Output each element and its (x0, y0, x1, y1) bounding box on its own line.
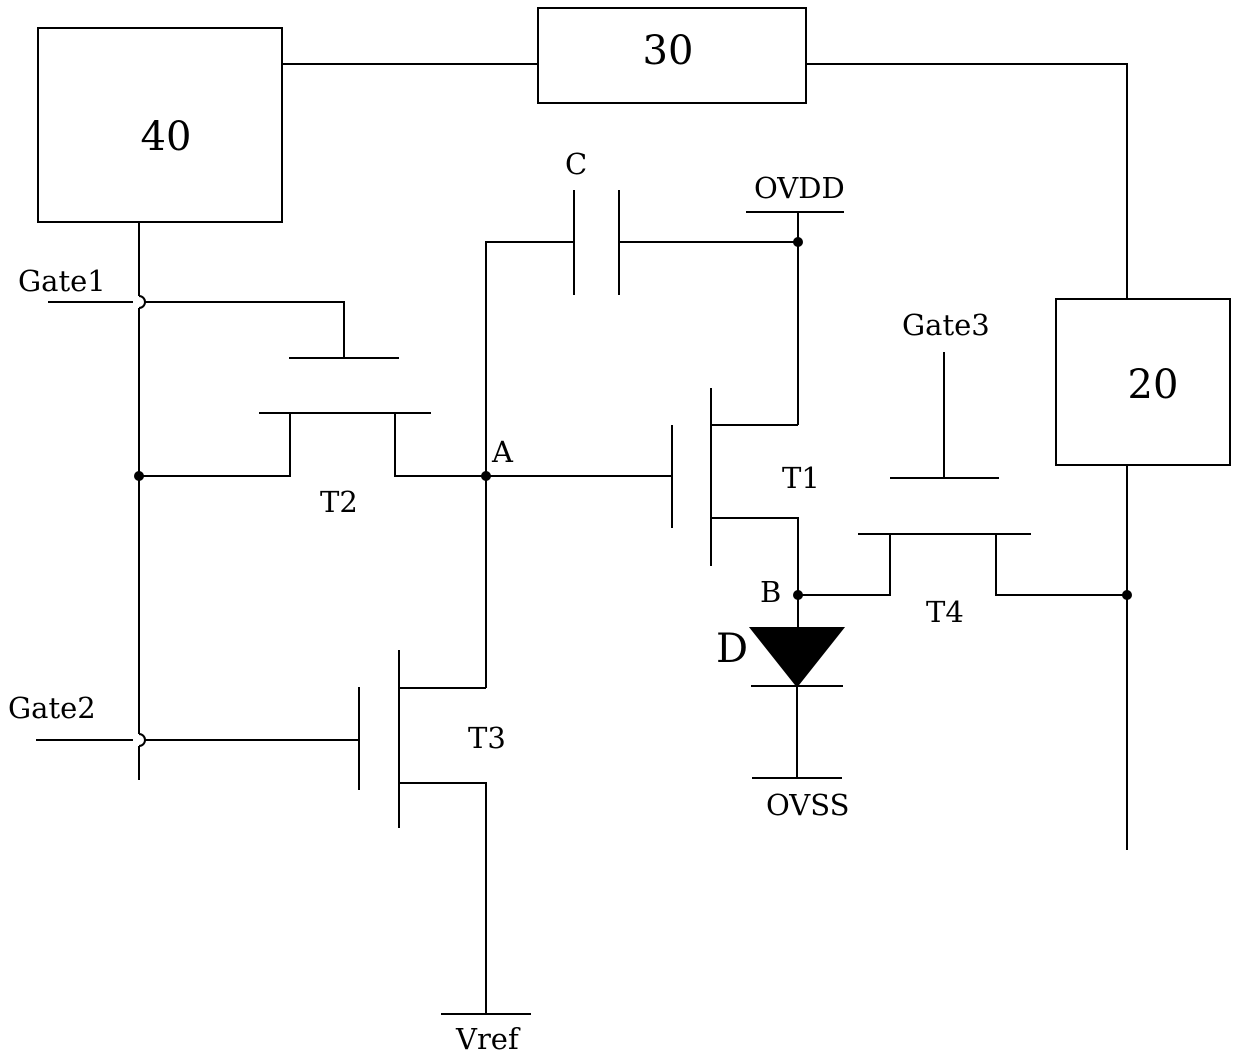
block-20-label: 20 (1128, 362, 1179, 408)
node-b-label: B (760, 575, 781, 609)
block-bus-wire (282, 64, 1127, 850)
t4-label: T4 (926, 595, 964, 629)
block-30[interactable]: 30 (538, 8, 806, 103)
sense-line-40 (139, 222, 145, 780)
ovss-label: OVSS (766, 788, 849, 822)
block-40-label: 40 (141, 114, 192, 160)
junction-dot-node-b (793, 590, 803, 600)
junction-dot-ovdd (793, 237, 803, 247)
junction-dot-gate1-t2 (134, 471, 144, 481)
block-30-label: 30 (643, 28, 694, 74)
capacitor-label: C (565, 147, 587, 181)
t3-label: T3 (468, 721, 506, 755)
gate2-label: Gate2 (8, 691, 96, 725)
gate3-line (890, 352, 999, 478)
t2-label: T2 (320, 485, 358, 519)
ovdd-label: OVDD (754, 171, 845, 205)
block-20[interactable]: 20 (1056, 299, 1230, 465)
junction-dot-t4-line (1122, 590, 1132, 600)
gate3-label: Gate3 (902, 308, 990, 342)
vref-label: Vref (455, 1022, 521, 1056)
transistor-t4 (798, 534, 1127, 595)
gate1-line (48, 302, 399, 358)
diode-d (751, 628, 843, 778)
junction-dot-node-a (481, 471, 491, 481)
t1-label: T1 (782, 461, 820, 495)
transistor-t3 (359, 650, 486, 1014)
capacitor-c (574, 190, 798, 295)
transistor-t2 (139, 413, 486, 476)
diode-label: D (716, 626, 748, 672)
node-a-wire (486, 242, 672, 688)
node-a-label: A (491, 435, 514, 469)
block-40[interactable]: 40 (38, 28, 282, 222)
gate1-label: Gate1 (18, 264, 106, 298)
